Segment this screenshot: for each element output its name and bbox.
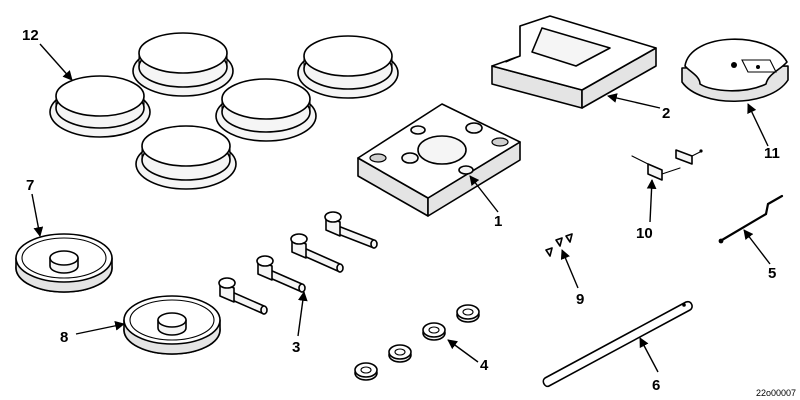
washer-3: [422, 322, 446, 341]
figure-code: 22o00007: [756, 388, 796, 398]
callout-5: 5: [768, 265, 776, 282]
cap-4: [215, 78, 317, 142]
cap-3: [297, 35, 399, 99]
callout-3: 3: [292, 339, 300, 356]
bolt-2: [256, 255, 306, 293]
leader-5: [743, 229, 771, 265]
leader-8: [75, 321, 125, 335]
callout-4: 4: [480, 357, 489, 374]
part-12-caps: [49, 32, 399, 190]
leader-9: [560, 249, 579, 289]
callout-10: 10: [636, 225, 653, 242]
callout-12: 12: [22, 27, 39, 44]
part-3-bolts: [218, 211, 378, 315]
leader-11: [747, 103, 769, 147]
part-1-spacer-block: [357, 103, 521, 217]
leader-4: [447, 339, 479, 363]
bolt-3: [290, 233, 344, 273]
callout-labels: 12 2 11 1 10 5 7 8 3 4 9 6: [22, 27, 780, 394]
callout-6: 6: [652, 377, 660, 394]
part-2-frame-block: [491, 15, 657, 109]
callout-2: 2: [662, 105, 670, 122]
callout-11: 11: [764, 145, 780, 162]
part-10-sensor: [631, 149, 703, 181]
part-6-strap: [542, 300, 693, 388]
bolt-1: [218, 277, 268, 315]
leader-2: [607, 93, 661, 109]
leader-3: [297, 291, 308, 337]
leader-1: [469, 175, 499, 213]
part-4-washers: [354, 304, 480, 381]
cap-5: [135, 125, 237, 190]
part-5-rod: [718, 194, 784, 244]
callout-7: 7: [26, 177, 34, 194]
washer-1: [354, 362, 378, 381]
part-7-disc: [15, 233, 113, 293]
washer-4: [456, 304, 480, 323]
callout-9: 9: [576, 291, 584, 308]
part-8-disc: [123, 295, 221, 355]
cap-1: [49, 75, 151, 138]
leader-12: [39, 43, 73, 81]
leader-7: [31, 193, 44, 237]
part-9-screws: [545, 233, 573, 257]
washer-2: [388, 344, 412, 363]
leader-6: [639, 337, 659, 373]
leader-lines: [31, 43, 771, 373]
bolt-4: [324, 211, 378, 249]
leader-10: [646, 179, 657, 223]
callout-8: 8: [60, 329, 68, 346]
callout-1: 1: [494, 213, 502, 230]
part-11-round-plate: [681, 38, 789, 103]
cap-2: [132, 32, 234, 97]
